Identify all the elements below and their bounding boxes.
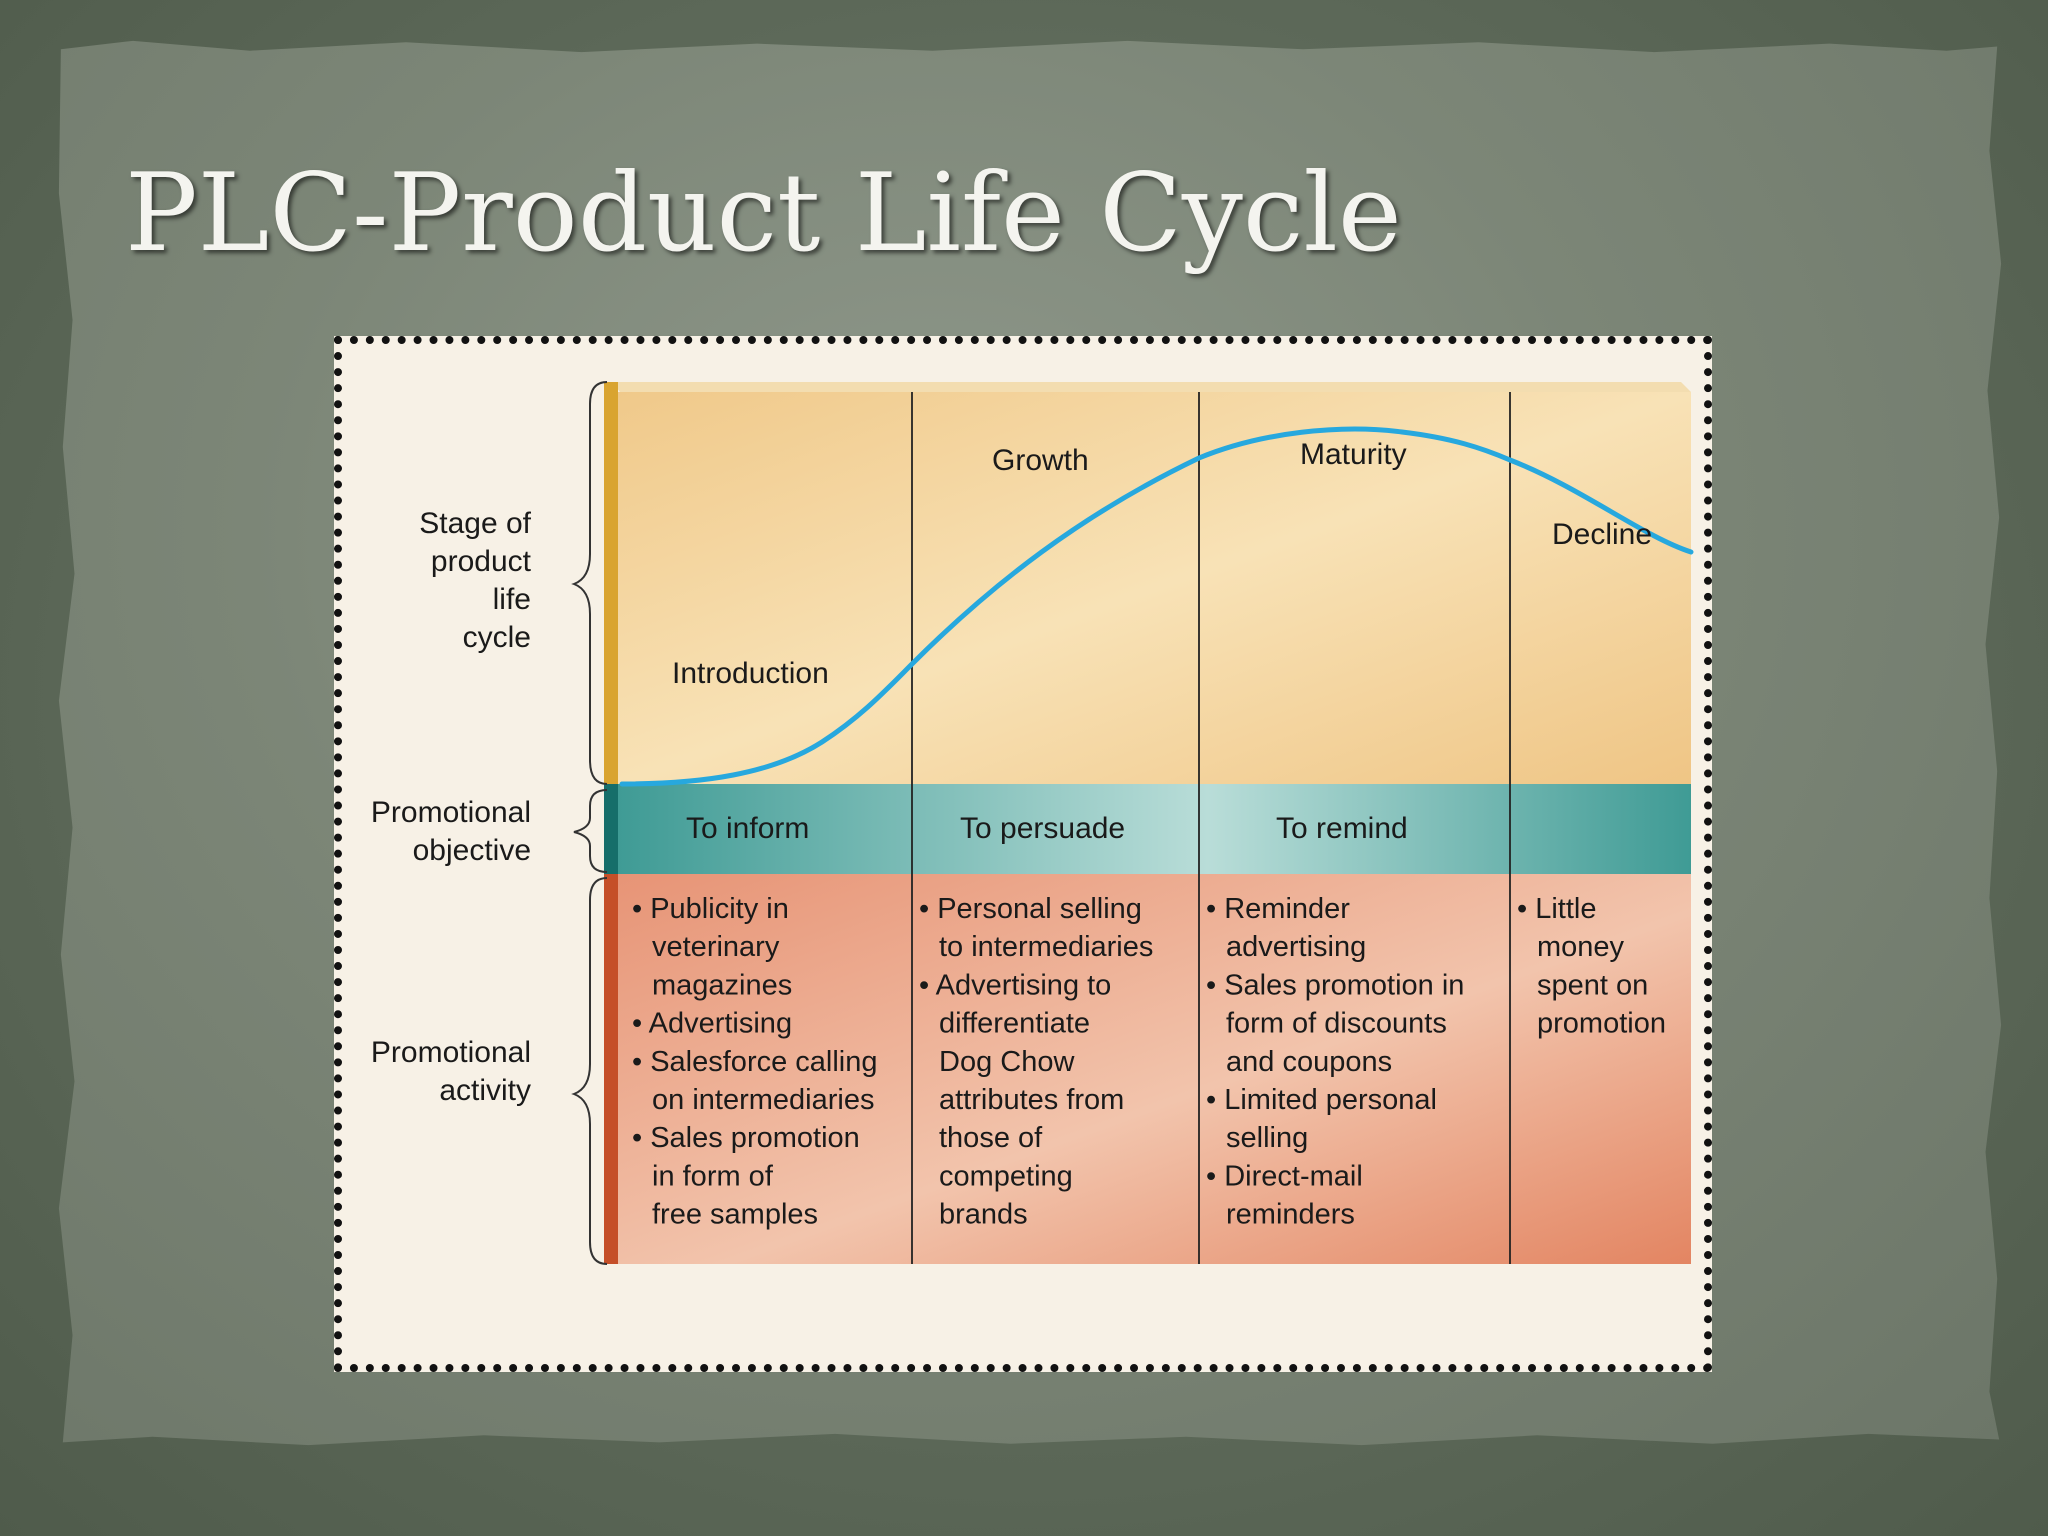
activity-line-col1: • Advertising to <box>919 969 1111 1001</box>
stage-label-3: Decline <box>1552 518 1652 551</box>
row-label-stage: life <box>493 583 531 616</box>
activity-line-col2: • Reminder <box>1206 893 1350 925</box>
activity-line-col0: • Sales promotion <box>632 1122 860 1154</box>
objective-label-1: To persuade <box>960 812 1125 845</box>
activity-line-col2: and coupons <box>1226 1046 1392 1078</box>
activity-line-col0: in form of <box>652 1160 774 1192</box>
stage-label-1: Growth <box>992 444 1089 477</box>
activity-lists: • Publicity in veterinary magazines • Adver… <box>632 893 1666 1231</box>
objective-left-edge <box>604 784 618 874</box>
activity-line-col3: spent on <box>1537 969 1648 1001</box>
activity-line-col1: • Personal selling <box>919 893 1142 925</box>
activity-line-col2: advertising <box>1226 931 1366 963</box>
objective-label-0: To inform <box>686 812 809 845</box>
activity-line-col3: promotion <box>1537 1008 1666 1040</box>
activity-line-col0: • Advertising <box>632 1008 792 1040</box>
activity-line-col0: • Salesforce calling <box>632 1046 878 1078</box>
activity-line-col1: to intermediaries <box>939 931 1153 963</box>
activity-line-col2: • Limited personal <box>1206 1084 1437 1116</box>
row-label-stage: product <box>431 545 532 578</box>
activity-line-col1: attributes from <box>939 1084 1124 1116</box>
plc-sales-curve <box>619 426 1694 787</box>
activity-line-col1: competing <box>939 1160 1073 1192</box>
activity-left-edge <box>604 874 618 1264</box>
objective-brace <box>573 789 608 873</box>
stage-band <box>618 392 1691 784</box>
objective-names: To inform To persuade To remind <box>686 812 1408 845</box>
activity-line-col1: brands <box>939 1199 1028 1231</box>
row-label-objective: Promotional <box>371 796 531 829</box>
row-label-stage: cycle <box>463 621 531 654</box>
row-label-stage: Stage of <box>419 507 531 540</box>
diagram-top-lip <box>612 382 1691 392</box>
activity-line-col2: selling <box>1226 1122 1308 1154</box>
objective-label-2: To remind <box>1276 812 1408 845</box>
stage-left-edge <box>604 382 618 784</box>
stage-brace <box>571 381 608 785</box>
activity-line-col3: • Little <box>1517 893 1596 925</box>
activity-brace <box>571 877 608 1265</box>
activity-line-col0: • Publicity in <box>632 893 789 925</box>
activity-line-col1: Dog Chow <box>939 1046 1075 1078</box>
activity-line-col2: form of discounts <box>1226 1008 1447 1040</box>
activity-line-col1: those of <box>939 1122 1043 1154</box>
activity-line-col0: veterinary <box>652 931 780 963</box>
activity-line-col2: reminders <box>1226 1199 1355 1231</box>
row-label-activity: Promotional <box>371 1036 531 1069</box>
activity-band <box>618 874 1691 1264</box>
stage-label-0: Introduction <box>672 657 829 690</box>
activity-line-col2: • Direct-mail <box>1206 1160 1363 1192</box>
stage-label-2: Maturity <box>1300 438 1407 471</box>
row-label-objective: objective <box>413 834 531 867</box>
activity-line-col0: on intermediaries <box>652 1084 874 1116</box>
slide-title: PLC-Product Life Cycle <box>125 151 1402 276</box>
activity-line-col0: free samples <box>652 1199 818 1231</box>
row-label-activity: activity <box>439 1074 531 1107</box>
activity-line-col3: money <box>1537 931 1625 963</box>
activity-line-col2: • Sales promotion in <box>1206 969 1464 1001</box>
activity-line-col1: differentiate <box>939 1008 1090 1040</box>
activity-line-col0: magazines <box>652 969 792 1001</box>
objective-band <box>618 784 1691 874</box>
